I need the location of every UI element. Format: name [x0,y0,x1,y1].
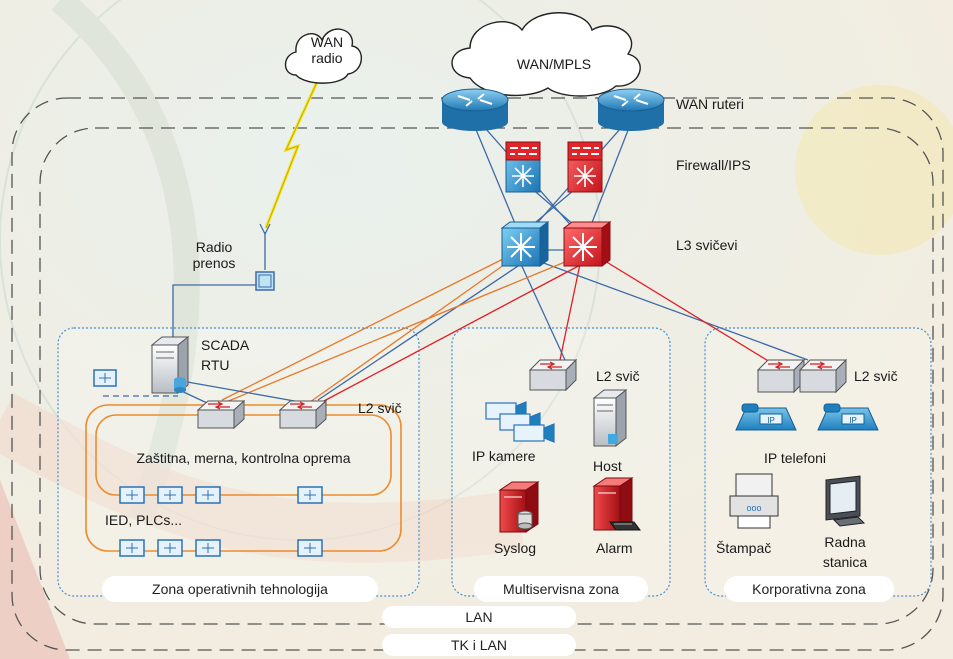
multi-l2-switch-icon [528,358,578,392]
links [103,119,809,411]
workstation-label: Radna stanica [822,534,868,570]
corp-l2-switch-label: L2 svič [854,368,898,384]
firewall-2-icon [567,141,603,193]
svg-text:IP: IP [767,416,775,425]
l3-switches-label: L3 svičevi [676,237,738,253]
radio-link-label: Radio prenos [192,239,236,272]
syslog-server-icon [498,481,540,533]
ot-l2-switch-2-icon [278,399,328,430]
lan-label: LAN [382,606,576,628]
printer-label: Štampač [716,540,772,556]
ip-cameras-label: IP kamere [472,448,536,464]
ip-phone-2-icon: IP [817,403,879,431]
wan-radio-label: WAN radio [310,34,344,67]
ot-equipment-label: Zaštitna, merna, kontrolna oprema [136,450,351,466]
svg-text:ooo: ooo [746,503,761,513]
wan-mpls-cloud-icon [451,12,641,97]
alarm-server-icon [592,477,641,531]
corp-l2-switch-2-icon [798,358,848,394]
scada-rtu-server-icon [150,335,190,395]
wan-router-1-icon [441,88,509,131]
tk-lan-label: TK i LAN [382,634,576,656]
printer-icon: ooo [729,473,779,529]
syslog-label: Syslog [494,540,537,556]
multi-l2-switch-label: L2 svič [596,368,640,384]
zone-corp-title: Korporativna zona [724,576,894,602]
ot-l2-switch-label: L2 svič [358,400,402,416]
wan-radio-cloud-icon [284,28,362,84]
firewall-ips-label: Firewall/IPS [676,157,751,173]
tk-lan-boundary [11,97,944,651]
wan-mpls-label: WAN/MPLS [516,56,592,72]
ot-l2-switch-1-icon [196,399,246,430]
l3-switch-2-icon [562,221,612,267]
lan-boundary [39,127,934,625]
scada-rtu-label: SCADA RTU [201,337,250,373]
radio-transceiver-icon [255,271,275,291]
ip-phone-1-icon: IP [735,403,797,431]
zone-ot-title: Zona operativnih tehnologija [102,576,378,602]
alarm-label: Alarm [596,540,633,556]
host-server-icon [592,388,628,448]
wan-routers-label: WAN ruteri [676,96,744,112]
host-label: Host [593,458,622,474]
ip-phones-label: IP telefoni [764,450,827,466]
zone-ot-boundary [57,327,420,597]
workstation-icon [825,475,866,527]
svg-text:IP: IP [849,416,857,425]
radio-link-bolt [264,79,320,229]
ot-ied-label: IED, PLCs... [105,512,183,528]
l3-switch-1-icon [500,221,550,267]
ip-cameras-icon [485,401,555,443]
firewall-1-icon [505,141,541,193]
zone-multi-title: Multiservisna zona [474,576,648,602]
corp-l2-switch-1-icon [756,358,806,394]
wan-router-2-icon [597,88,665,131]
